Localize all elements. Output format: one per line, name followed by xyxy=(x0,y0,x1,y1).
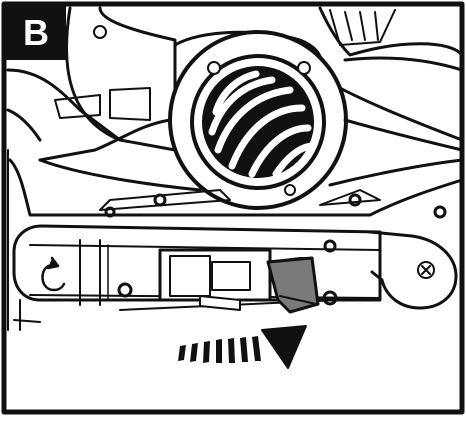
left-frame-edge xyxy=(7,149,41,331)
front-pulley xyxy=(368,230,458,310)
figure-frame xyxy=(1,1,465,415)
belt-release-lever xyxy=(158,248,320,314)
rear-handle-detail xyxy=(93,9,396,46)
base-plate xyxy=(8,158,464,219)
rotate-arrow-icon xyxy=(41,256,66,292)
housing-arms xyxy=(38,118,464,162)
front-knob xyxy=(168,30,348,210)
figure-label: B xyxy=(6,6,66,60)
direction-arrow-icon xyxy=(178,325,307,369)
